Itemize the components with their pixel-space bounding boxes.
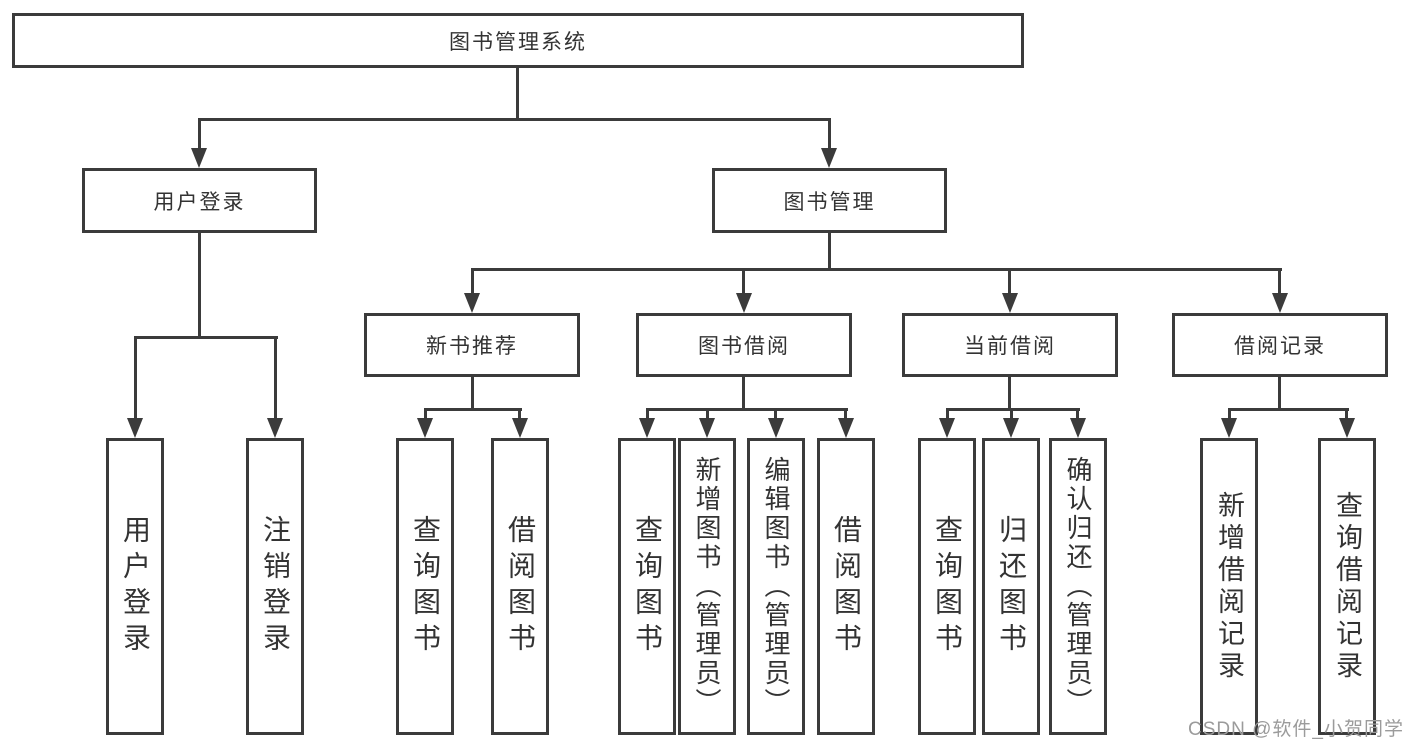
node-borrow-records: 借阅记录 [1172,313,1388,377]
leaf-borrow-book-2: 借阅图书 [817,438,875,735]
node-book-borrow: 图书借阅 [636,313,852,377]
arrow-down-icon [939,418,955,438]
node-new-book-recommend: 新书推荐 [364,313,580,377]
arrow-down-icon [464,293,480,313]
leaf-add-book-admin: 新增图书（管理员） [678,438,736,735]
node-root: 图书管理系统 [12,13,1024,68]
connector-hline [946,408,1080,411]
arrow-down-icon [838,418,854,438]
leaf-confirm-return-admin: 确认归还（管理员） [1049,438,1107,735]
connector-shaft [946,408,949,420]
connector-vline [742,377,745,408]
connector-shaft [774,408,777,420]
leaf-borrow-book-1: 借阅图书 [491,438,549,735]
connector-shaft [134,336,137,420]
arrow-down-icon [821,148,837,168]
connector-shaft [742,268,745,295]
arrow-down-icon [512,418,528,438]
connector-shaft [706,408,709,420]
arrow-down-icon [267,418,283,438]
connector-shaft [844,408,847,420]
leaf-query-borrow-record: 查询借阅记录 [1318,438,1376,735]
arrow-down-icon [127,418,143,438]
arrow-down-icon [1339,418,1355,438]
connector-shaft [274,336,277,420]
connector-vline [198,233,201,336]
node-current-borrow: 当前借阅 [902,313,1118,377]
connector-shaft [1010,408,1013,420]
csdn-watermark: CSDN @软件_小贺同学 [1188,719,1404,740]
connector-vline [516,68,519,118]
connector-vline [1278,377,1281,408]
connector-shaft [424,408,427,420]
connector-shaft [646,408,649,420]
connector-hline [198,118,831,121]
connector-vline [471,377,474,408]
leaf-edit-book-admin: 编辑图书（管理员） [747,438,805,735]
connector-hline [471,268,1282,271]
connector-shaft [471,268,474,295]
arrow-down-icon [699,418,715,438]
leaf-logout: 注销登录 [246,438,304,735]
node-user-login: 用户登录 [82,168,317,233]
connector-shaft [828,118,831,150]
connector-hline [646,408,848,411]
arrow-down-icon [1002,293,1018,313]
arrow-down-icon [1003,418,1019,438]
leaf-add-borrow-record: 新增借阅记录 [1200,438,1258,735]
connector-shaft [198,118,201,150]
arrow-down-icon [417,418,433,438]
connector-vline [1008,377,1011,408]
arrow-down-icon [1272,293,1288,313]
leaf-query-book-1: 查询图书 [396,438,454,735]
connector-vline [828,233,831,268]
arrow-down-icon [191,148,207,168]
connector-shaft [1076,408,1079,420]
arrow-down-icon [639,418,655,438]
connector-shaft [1008,268,1011,295]
connector-shaft [1278,268,1281,295]
connector-shaft [1228,408,1231,420]
leaf-user-login: 用户登录 [106,438,164,735]
connector-shaft [518,408,521,420]
arrow-down-icon [768,418,784,438]
arrow-down-icon [1221,418,1237,438]
leaf-return-book: 归还图书 [982,438,1040,735]
arrow-down-icon [736,293,752,313]
connector-hline [134,336,278,339]
node-book-management: 图书管理 [712,168,947,233]
arrow-down-icon [1070,418,1086,438]
connector-hline [1228,408,1349,411]
connector-shaft [1345,408,1348,420]
connector-hline [424,408,522,411]
leaf-query-book-2: 查询图书 [618,438,676,735]
leaf-query-book-3: 查询图书 [918,438,976,735]
